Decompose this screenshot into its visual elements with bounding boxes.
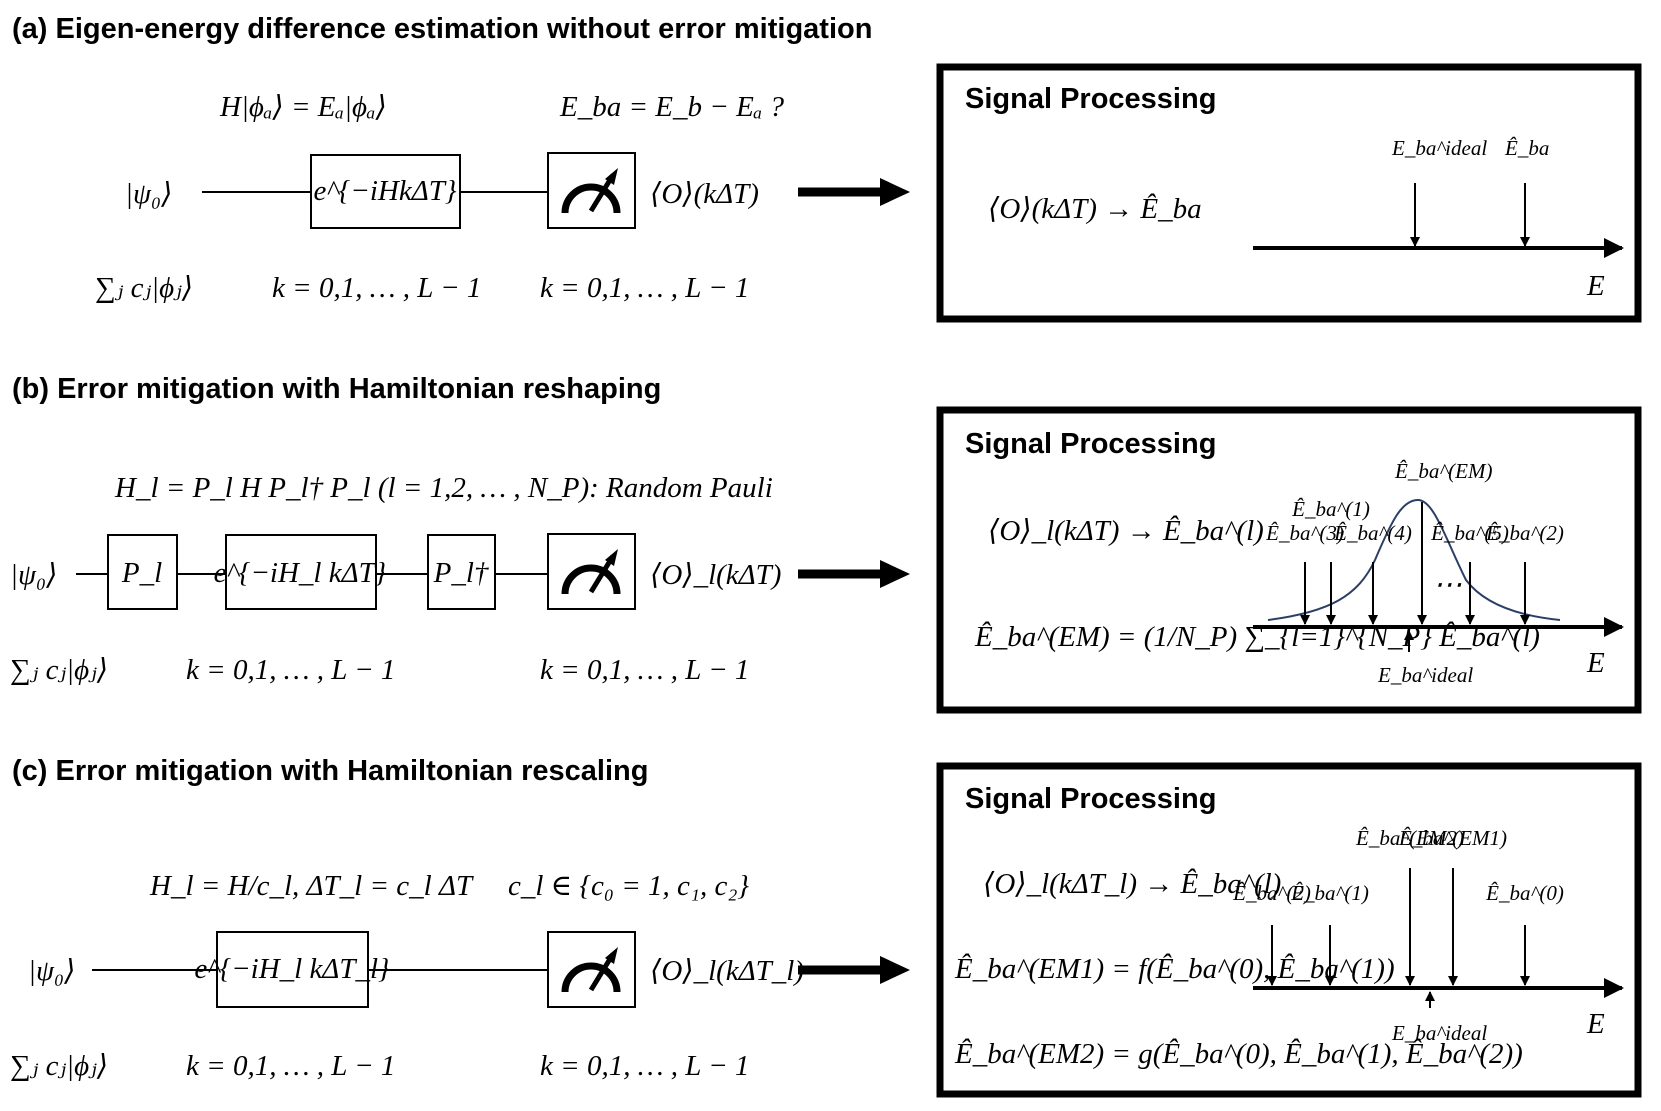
estimate-marker-label: Ê_ba^(3) [1265, 521, 1344, 545]
k-range-gate: k = 0,1, … , L − 1 [272, 272, 481, 304]
distribution-curve [1267, 498, 1561, 621]
panel-b-heading: (b) Error mitigation with Hamiltonian re… [12, 373, 661, 405]
energy-axis-label: E [1586, 1008, 1605, 1040]
evolution-gate-label: e^{−iH_l kΔT_l} [194, 953, 390, 985]
estimate-marker-label: Ê_ba^(1) [1290, 881, 1369, 905]
em-peak-label: Ê_ba^(EM) [1394, 459, 1493, 483]
estimate-marker-label: Ê_ba^(0) [1485, 881, 1564, 905]
estimate-marker-label: Ê_ba^(2) [1485, 521, 1564, 545]
em-average-formula: Ê_ba^(EM) = (1/N_P) ∑_{l=1}^{N_P} Ê_ba^(… [974, 620, 1540, 653]
em2-formula: Ê_ba^(EM2) = g(Ê_ba^(0), Ê_ba^(1), Ê_ba^… [954, 1037, 1523, 1070]
signal-processing-title: Signal Processing [965, 428, 1216, 460]
estimate-marker-label: Ê_ba^(4) [1333, 521, 1412, 545]
evolution-gate [216, 931, 369, 1008]
evolution-gate-label: e^{−iHkΔT} [314, 175, 457, 207]
input-state: |ψ₀⟩ [28, 955, 75, 987]
k-range-measurement: k = 0,1, … , L − 1 [540, 1050, 749, 1082]
rescaled-hamiltonian-equation: H_l = H/c_l, ΔT_l = c_l ΔT [149, 870, 474, 902]
input-state: |ψ₀⟩ [125, 178, 172, 210]
panel-c-heading: (c) Error mitigation with Hamiltonian re… [12, 755, 648, 787]
estimate-marker-label: Ê_ba^(1) [1291, 497, 1370, 521]
input-state: |ψ₀⟩ [10, 559, 57, 591]
estimate-marker-label: Ê_ba^(5) [1430, 521, 1509, 545]
signal-processing-title: Signal Processing [965, 83, 1216, 115]
pauli-gate [107, 534, 178, 610]
signal-mapping: ⟨O⟩(kΔT) → Ê_ba [988, 192, 1202, 225]
estimate-marker-label: Ê_ba^(2) [1232, 881, 1311, 905]
evolution-gate-label: e^{−iH_l kΔT} [214, 557, 387, 589]
reshaped-hamiltonian-equation: H_l = P_l H P_l† P_l (l = 1,2, … , N_P):… [114, 472, 773, 504]
k-range-measurement: k = 0,1, … , L − 1 [540, 272, 749, 304]
estimate-marker-label: Ê_ba [1504, 136, 1549, 160]
estimate-marker-label: Ê_ba^(EM2) [1355, 826, 1464, 850]
arrow-to-signal-processing-icon [798, 956, 910, 984]
ideal-marker-label: E_ba^ideal [1391, 136, 1487, 160]
signal-processing-box [936, 63, 1642, 323]
em1-formula: Ê_ba^(EM1) = f(Ê_ba^(0), Ê_ba^(1)) [954, 952, 1395, 985]
arrow-to-signal-processing-icon [798, 560, 910, 588]
observable-label: ⟨O⟩_l(kΔT) [650, 559, 781, 591]
input-superposition: ∑ⱼ cⱼ|ϕⱼ⟩ [95, 272, 193, 304]
signal-processing-title: Signal Processing [965, 783, 1216, 815]
panel-c: (c) Error mitigation with Hamiltonian re… [10, 755, 1642, 1098]
input-superposition: ∑ⱼ cⱼ|ϕⱼ⟩ [10, 654, 108, 686]
k-range-measurement: k = 0,1, … , L − 1 [540, 654, 749, 686]
signal-processing-box [936, 762, 1642, 1098]
pauli-dagger-gate [427, 534, 496, 610]
evolution-gate [225, 534, 377, 610]
panel-b: (b) Error mitigation with Hamiltonian re… [10, 373, 1642, 714]
ideal-marker-label: E_ba^ideal [1391, 1021, 1487, 1045]
estimate-markers: Ê_ba^(3)Ê_ba^(1)Ê_ba^(4) Ê_ba^(5)Ê_ba^(2) [1265, 497, 1564, 625]
signal-mapping: ⟨O⟩_l(kΔT_l) → Ê_ba^(l) [983, 867, 1281, 900]
energy-difference-equation: E_ba = E_b − Eₐ ? [559, 91, 785, 123]
panel-a: (a) Eigen-energy difference estimation w… [12, 13, 1642, 323]
observable-label: ⟨O⟩_l(kΔT_l) [650, 955, 804, 987]
energy-axis-label: E [1586, 270, 1605, 302]
k-range-gate: k = 0,1, … , L − 1 [186, 654, 395, 686]
estimate-marker-label: Ê_ba^(EM1) [1398, 826, 1507, 850]
markers-ellipsis: ⋯ [1433, 569, 1462, 601]
hamiltonian-equation: H|ϕₐ⟩ = Eₐ|ϕₐ⟩ [219, 91, 387, 123]
arrow-to-signal-processing-icon [798, 178, 910, 206]
observable-label: ⟨O⟩(kΔT) [650, 178, 759, 210]
signal-mapping: ⟨O⟩_l(kΔT) → Ê_ba^(l) [988, 514, 1264, 547]
pauli-gate-label: P_l [121, 557, 162, 589]
energy-axis-label: E [1586, 647, 1605, 679]
rescaling-coefficients: c_l ∈ {c₀ = 1, c₁, c₂} [508, 870, 749, 902]
pauli-dagger-gate-label: P_l† [433, 557, 490, 589]
input-superposition: ∑ⱼ cⱼ|ϕⱼ⟩ [10, 1050, 108, 1082]
ideal-marker-label: E_ba^ideal [1377, 663, 1473, 687]
estimate-markers: Ê_ba^(2)Ê_ba^(1) Ê_ba^(EM2)Ê_ba^(EM1) Ê_ba… [1232, 826, 1564, 986]
k-range-gate: k = 0,1, … , L − 1 [186, 1050, 395, 1082]
panel-a-heading: (a) Eigen-energy difference estimation w… [12, 13, 872, 45]
signal-processing-box [936, 406, 1642, 714]
